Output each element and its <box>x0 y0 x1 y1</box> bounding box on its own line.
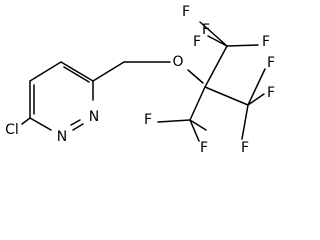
bond-cc-top <box>204 45 228 88</box>
bond-left-f2 <box>189 119 200 142</box>
bond-right-f1 <box>247 68 266 106</box>
bond-c3-c4-inner <box>63 66 90 83</box>
bond-n1-n2 <box>72 123 84 131</box>
bond-cc-right <box>204 86 249 106</box>
bond-top-f2 <box>226 44 259 47</box>
bond-right-f2 <box>247 93 265 106</box>
fluorine-atom-label-4: F <box>267 55 275 71</box>
bond-c1-n1 <box>29 117 52 131</box>
fluorine-atom-label-5: F <box>267 85 275 101</box>
bond-right-f3 <box>241 104 249 140</box>
chlorine-atom-label: Cl <box>5 122 19 138</box>
fluorine-atom-label-9: F <box>202 22 210 38</box>
fluorine-atom-label-3: F <box>262 34 270 50</box>
bonds <box>21 21 266 142</box>
bond-c1-cl <box>21 117 31 125</box>
nitrogen-atom-label-1: N <box>57 129 67 145</box>
fluorine-atom-label-1: F <box>182 4 190 20</box>
fluorine-atom-label-8: F <box>200 140 208 156</box>
nitrogen-atom-label-2: N <box>89 109 99 125</box>
bond-c2-c3 <box>29 61 62 82</box>
bond-top-f1 <box>199 21 228 47</box>
fluorine-atom-label-7: F <box>144 112 152 128</box>
bond-n1-n2-inner <box>70 119 81 126</box>
bond-top-f3 <box>207 35 228 47</box>
fluorine-atom-label-6: F <box>241 140 249 156</box>
oxygen-atom-label: O <box>172 54 183 70</box>
bond-left-f3 <box>189 119 207 131</box>
bond-c3-c4 <box>60 61 94 82</box>
fluorine-atom-label-2: F <box>193 34 201 50</box>
bond-left-f1 <box>157 119 191 123</box>
bond-cc-left <box>189 86 206 121</box>
bond-c4-o-1 <box>92 61 125 82</box>
bond-o-cc <box>187 69 204 84</box>
